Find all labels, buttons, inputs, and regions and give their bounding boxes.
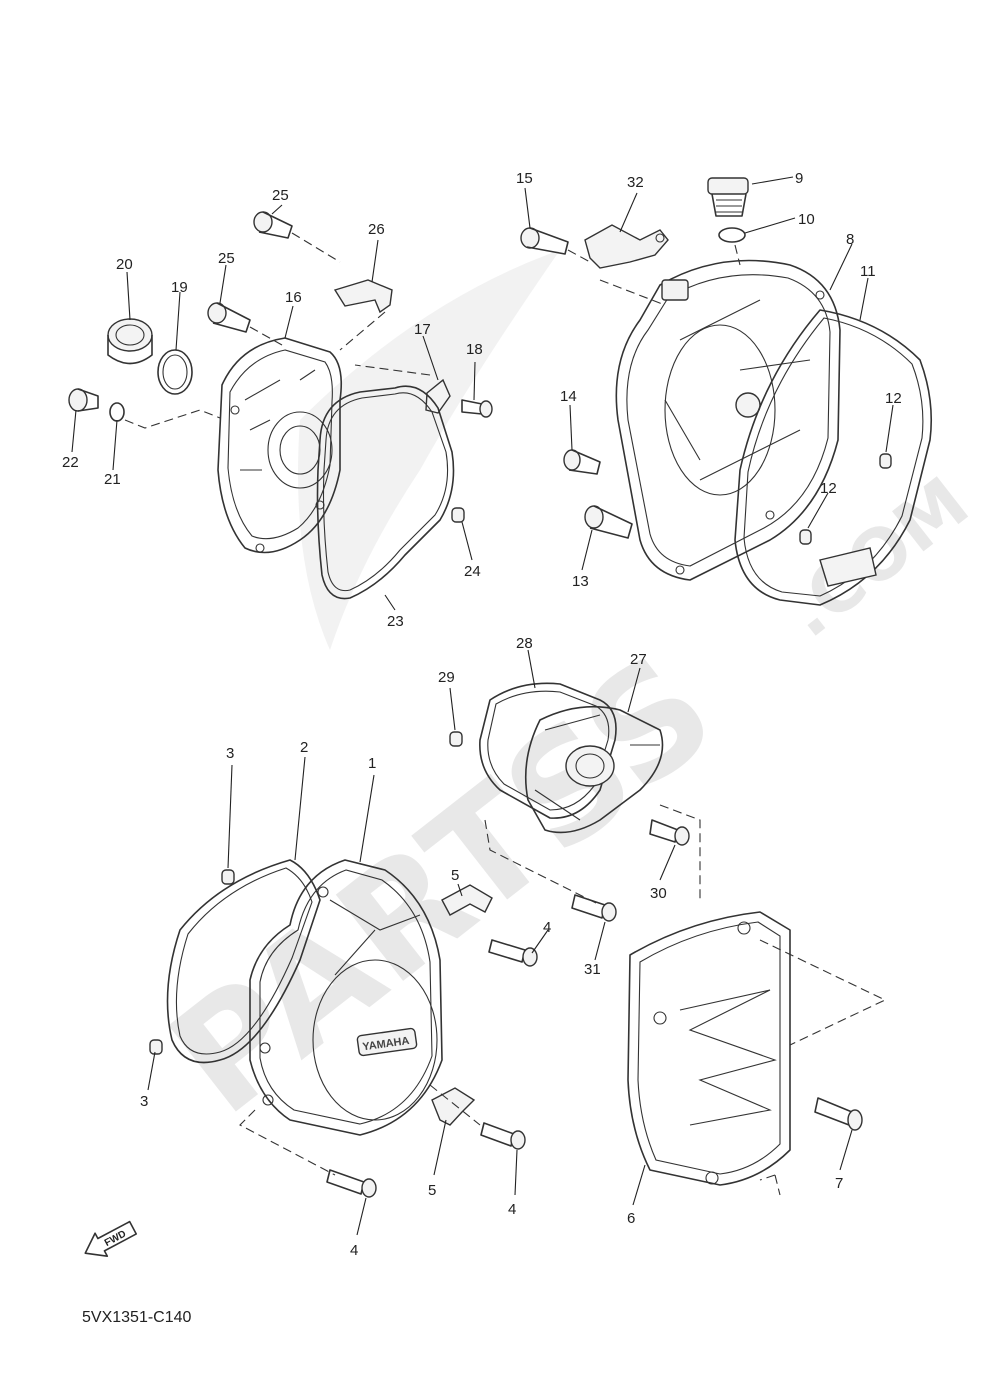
callout-18: 18 (466, 341, 483, 358)
callout-13: 13 (572, 573, 589, 590)
part-5-bracket-lower (431, 1087, 476, 1126)
part-9-plug (707, 177, 749, 217)
part-21-washer (109, 402, 125, 422)
part-7-bolt (814, 1097, 863, 1131)
part-11-gasket (734, 309, 932, 606)
part-4-bolt-bottom (326, 1169, 377, 1198)
part-32-bracket (584, 224, 669, 269)
part-4-bolt-mid (488, 939, 538, 967)
callout-24: 24 (464, 563, 481, 580)
callout-17: 17 (414, 321, 431, 338)
callout-4-lower-right: 4 (508, 1201, 516, 1218)
part-4-bolt-lower-right (480, 1122, 526, 1150)
part-22-bolt (68, 388, 99, 412)
part-16-cover (217, 337, 343, 554)
part-24-dowel (451, 507, 465, 523)
callout-3-lower: 3 (140, 1093, 148, 1110)
diagram-code: 5VX1351-C140 (82, 1309, 192, 1326)
part-26-bracket (333, 279, 393, 314)
callout-19: 19 (171, 279, 188, 296)
part-13-bolt (584, 505, 633, 539)
callout-3-upper: 3 (226, 745, 234, 762)
callout-23: 23 (387, 613, 404, 630)
fwd-arrow-icon: FWD (84, 1220, 138, 1257)
callout-6: 6 (627, 1210, 635, 1227)
callout-1: 1 (368, 755, 376, 772)
part-27-cover (524, 705, 664, 834)
callout-25-lower: 25 (218, 250, 235, 267)
part-5-bracket-upper (441, 884, 493, 916)
callout-9: 9 (795, 170, 803, 187)
part-25-bolt-upper (253, 211, 293, 239)
callout-22: 22 (62, 454, 79, 471)
callout-8: 8 (846, 231, 854, 248)
callout-28: 28 (516, 635, 533, 652)
part-30-bolt (649, 819, 690, 846)
callout-12-upper: 12 (885, 390, 902, 407)
part-19-o-ring (157, 349, 193, 395)
callout-31: 31 (584, 961, 601, 978)
part-1-generator-cover: YAMAHA (249, 859, 443, 1136)
part-20-plug (107, 318, 153, 365)
part-29-dowel (449, 731, 463, 747)
part-2-gasket (166, 859, 321, 1064)
fwd-label: FWD (103, 1229, 128, 1249)
part-31-bolt (571, 894, 617, 922)
part-14-bolt (563, 449, 601, 475)
assembly-lower-left: YAMAHA (149, 859, 538, 1198)
callout-7: 7 (835, 1175, 843, 1192)
part-8-cover (615, 259, 841, 581)
callout-30: 30 (650, 885, 667, 902)
part-15-bolt (520, 227, 569, 255)
callout-29: 29 (438, 669, 455, 686)
assembly-upper-left (68, 211, 493, 600)
part-10-washer (718, 227, 746, 243)
callout-11: 11 (860, 263, 876, 280)
callout-4-bottom: 4 (350, 1242, 358, 1259)
callout-4-mid: 4 (543, 919, 551, 936)
part-6-cover (627, 911, 791, 1186)
callout-5-lower: 5 (428, 1182, 436, 1199)
part-17-bracket (425, 378, 451, 414)
callout-10: 10 (798, 211, 815, 228)
callout-14: 14 (560, 388, 577, 405)
callout-27: 27 (630, 651, 647, 668)
assembly-middle (449, 682, 701, 922)
callout-32: 32 (627, 174, 644, 191)
callout-labels: 1 2 3 3 4 4 4 5 5 6 7 8 9 10 11 12 12 13… (62, 170, 902, 1259)
part-3-dowel-lower (149, 1039, 163, 1055)
part-25-bolt-lower (207, 302, 251, 333)
callout-21: 21 (104, 471, 121, 488)
callout-5-upper: 5 (451, 867, 459, 884)
callout-16: 16 (285, 289, 302, 306)
callout-25-upper: 25 (272, 187, 289, 204)
assembly-upper-right (520, 177, 932, 606)
leader-lines (71, 176, 894, 1236)
callout-12-lower: 12 (820, 480, 837, 497)
callout-15: 15 (516, 170, 533, 187)
assembly-lower-right (627, 911, 887, 1196)
callout-26: 26 (368, 221, 385, 238)
part-12-dowel-lower (799, 529, 812, 545)
callout-20: 20 (116, 256, 133, 273)
callout-2: 2 (300, 739, 308, 756)
part-12-dowel-upper (879, 453, 892, 469)
part-3-dowel-upper (221, 869, 235, 885)
part-23-gasket (316, 385, 455, 600)
watermark-domain: .COM (770, 461, 984, 653)
part-18-bolt (461, 399, 493, 418)
